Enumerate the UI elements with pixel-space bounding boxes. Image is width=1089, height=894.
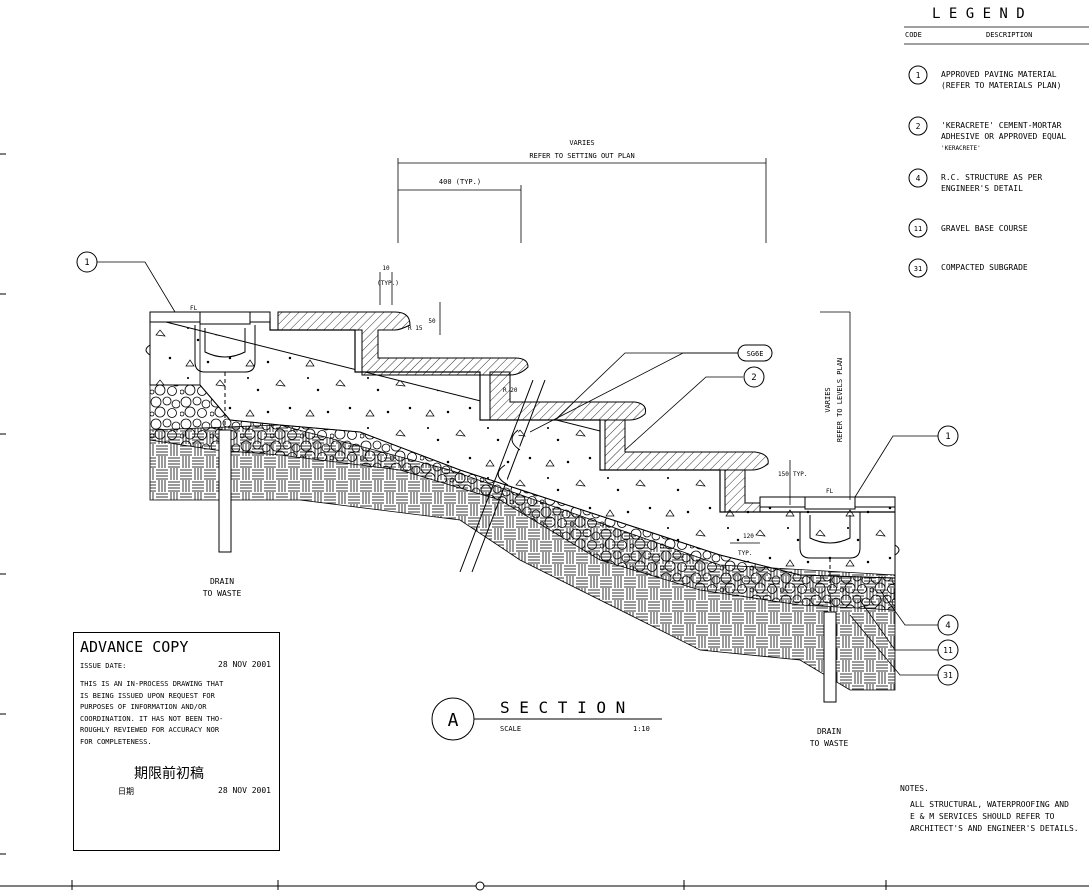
legend-item-2-line-1: 'KERACRETE' CEMENT-MORTAR: [941, 121, 1062, 130]
section-title: S E C T I O N: [500, 698, 625, 717]
fl-left: FL: [190, 305, 198, 312]
right-dim-vertical: VARIES REFER TO LEVELS PLAN: [824, 358, 844, 442]
left-drain-channel: [145, 311, 271, 553]
dim-150: 150: [778, 471, 789, 478]
callout-31: 31: [943, 671, 953, 680]
step-profile: [150, 317, 895, 513]
callout-circles: [76, 251, 959, 686]
dim-typ: TYP.: [793, 471, 807, 478]
legend-circles: [908, 65, 928, 278]
legend-item-1: APPROVED PAVING MATERIAL (REFER TO MATER…: [941, 69, 1061, 91]
legend-codes: 1 2 4 11 31: [914, 71, 922, 273]
section-marker-letter: A: [448, 710, 459, 731]
legend-title: L E G E N D: [932, 6, 1025, 22]
callout-numbers: 1 1 2 4 11 31: [84, 258, 953, 680]
advance-copy-box: [73, 632, 280, 851]
legend-item-1-line-2: (REFER TO MATERIALS PLAN): [941, 81, 1062, 90]
leader-lines: [97, 261, 940, 676]
legend-item-4: R.C. STRUCTURE AS PER ENGINEER'S DETAIL: [941, 172, 1042, 194]
legend-item-4-line-2: ENGINEER'S DETAIL: [941, 184, 1023, 193]
rc-structure: [149, 317, 896, 579]
legend-code-31: 31: [914, 265, 922, 273]
notes-line-1: ALL STRUCTURAL, WATERPROOFING AND: [910, 800, 1069, 809]
advance-body-line-5: ROUGHLY REVIEWED FOR ACCURACY NOR: [80, 726, 220, 734]
advance-body-line-2: IS BEING ISSUED UPON REQUEST FOR: [80, 691, 215, 700]
right-drain-channel: [759, 496, 900, 703]
dim-typ2: TYP.: [738, 550, 752, 557]
notes-line-3: ARCHITECT'S AND ENGINEER'S DETAILS.: [910, 824, 1079, 833]
legend-item-11: GRAVEL BASE COURSE: [941, 224, 1028, 233]
callout-2: 2: [751, 373, 756, 383]
right-varies: VARIES: [824, 387, 832, 412]
advance-cn-date-label: 日期: [118, 787, 134, 796]
callout-right-1: 1: [945, 432, 950, 442]
drain-left-2: TO WASTE: [203, 589, 242, 598]
advance-body-line-6: FOR COMPLETENESS.: [80, 737, 152, 746]
legend-col-desc: DESCRIPTION: [986, 31, 1033, 39]
notes-body: ALL STRUCTURAL, WATERPROOFING AND E & M …: [910, 799, 1079, 835]
section-title-block: A S E C T I O N SCALE 1:10: [448, 698, 650, 733]
dim-50: 50: [428, 318, 436, 325]
legend-code-4: 4: [916, 174, 921, 183]
notes-line-2: E & M SERVICES SHOULD REFER TO: [910, 812, 1055, 821]
drain-left-1: DRAIN: [210, 577, 234, 586]
dim-400: 400 (TYP.): [439, 178, 481, 186]
legend-rules: [904, 26, 1089, 45]
advance-body-line-1: THIS IS AN IN-PROCESS DRAWING THAT: [80, 680, 224, 688]
drain-right-2: TO WASTE: [810, 739, 849, 748]
drain-right-1: DRAIN: [817, 727, 841, 736]
advance-cn-date: 28 NOV 2001: [218, 786, 271, 795]
advance-body-line-4: COORDINATION. IT HAS NOT BEEN THO-: [80, 714, 224, 723]
advance-body: THIS IS AN IN-PROCESS DRAWING THAT IS BE…: [80, 679, 223, 748]
legend-item-1-line-1: APPROVED PAVING MATERIAL: [941, 70, 1057, 79]
dim-10-typ: (TYP.): [377, 280, 399, 287]
dim-varies: VARIES: [569, 139, 594, 147]
dim-r15: R 15: [408, 325, 423, 332]
dim-setting-out: REFER TO SETTING OUT PLAN: [529, 152, 634, 160]
dimension-texts: VARIES REFER TO SETTING OUT PLAN 400 (TY…: [190, 139, 834, 557]
legend-code-2: 2: [916, 122, 921, 131]
legend-item-31: COMPACTED SUBGRADE: [941, 263, 1028, 272]
fl-right: FL: [826, 488, 834, 495]
drain-labels: DRAIN TO WASTE DRAIN TO WASTE: [203, 577, 849, 748]
section-marker: [431, 697, 662, 741]
advance-title: ADVANCE COPY: [80, 638, 189, 656]
advance-cn-title: 期限前初稿: [134, 766, 204, 782]
legend-item-2-line-2: ADHESIVE OR APPROVED EQUAL: [941, 132, 1067, 141]
advance-issue-date: 28 NOV 2001: [218, 660, 271, 669]
dim-r20: R 20: [503, 387, 518, 394]
advance-body-line-3: PURPOSES OF INFORMATION AND/OR: [80, 703, 207, 711]
legend-item-2-line-3: 'KERACRETE': [941, 145, 981, 152]
dimension-lines: [379, 158, 851, 544]
legend-code-11: 11: [914, 225, 922, 233]
callout-left-1: 1: [84, 258, 89, 268]
section-scale: 1:10: [633, 725, 650, 733]
frame-ticks: [0, 153, 1089, 891]
sg6e-label: SG6E: [747, 350, 764, 358]
callout-11: 11: [943, 646, 953, 655]
break-line: [459, 379, 546, 573]
dim-120: 120: [743, 533, 754, 540]
right-levels: REFER TO LEVELS PLAN: [836, 358, 844, 442]
section-scale-label: SCALE: [500, 725, 521, 733]
stair-nosings: [277, 311, 769, 513]
notes-title: NOTES.: [900, 784, 929, 793]
legend-col-code: CODE: [905, 31, 922, 39]
callout-4: 4: [945, 621, 950, 631]
legend-item-4-line-1: R.C. STRUCTURE AS PER: [941, 173, 1043, 182]
legend-item-2: 'KERACRETE' CEMENT-MORTAR ADHESIVE OR AP…: [941, 120, 1066, 154]
dim-10: 10: [382, 265, 390, 272]
legend-code-1: 1: [916, 71, 921, 80]
advance-issue-label: ISSUE DATE:: [80, 662, 127, 670]
